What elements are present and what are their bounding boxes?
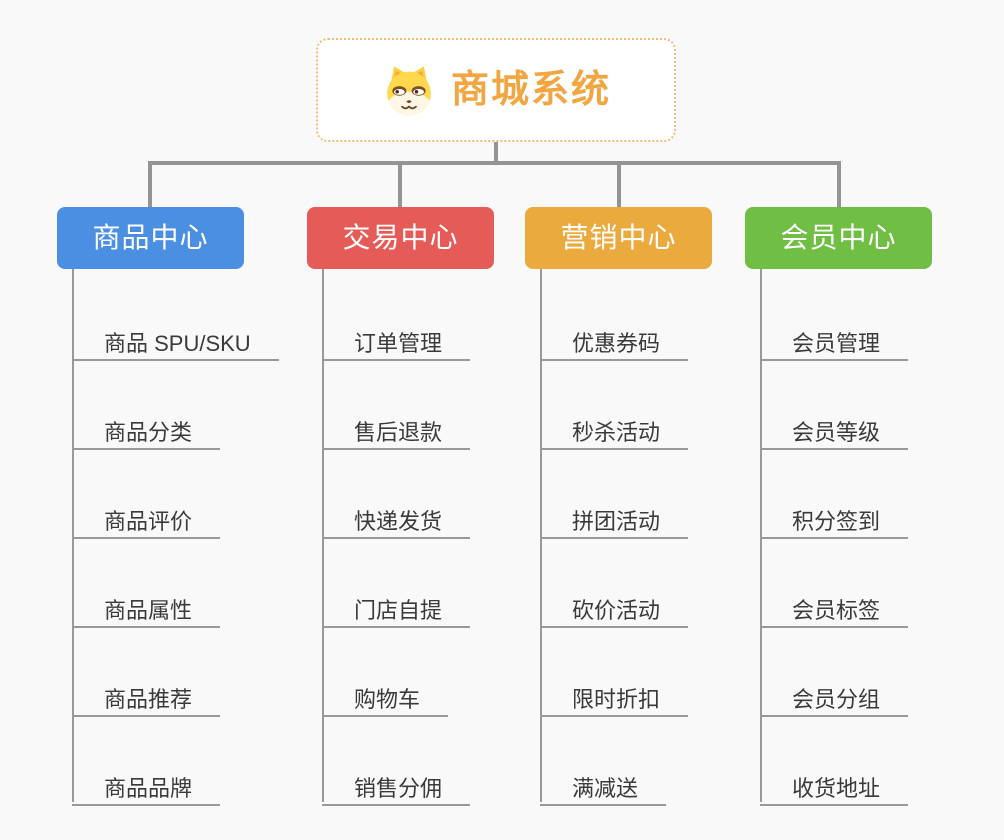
branch-item[interactable]: 售后退款 xyxy=(322,404,471,450)
branch-box-trade-center[interactable]: 交易中心 xyxy=(307,207,494,269)
branch-spine xyxy=(72,269,74,802)
connector-root-stub xyxy=(494,142,498,165)
branch-item[interactable]: 商品分类 xyxy=(72,404,221,450)
connector-drop-3 xyxy=(617,165,621,207)
root-node[interactable]: 商城系统 xyxy=(316,38,676,142)
branch-spine xyxy=(760,269,762,802)
branch-item[interactable]: 会员等级 xyxy=(760,404,909,450)
branch-item[interactable]: 商品 SPU/SKU xyxy=(72,315,279,361)
root-title: 商城系统 xyxy=(450,69,611,111)
branch-item[interactable]: 商品推荐 xyxy=(72,671,221,717)
branch-items: 订单管理售后退款快递发货门店自提购物车销售分佣 xyxy=(307,207,567,827)
branch-items: 优惠券码秒杀活动拼团活动砍价活动限时折扣满减送 xyxy=(525,207,785,827)
connector-drop-1 xyxy=(148,165,152,207)
branch-member-center: 会员中心 会员管理会员等级积分签到会员标签会员分组收货地址 xyxy=(745,207,1004,827)
branch-box-member-center[interactable]: 会员中心 xyxy=(745,207,932,269)
branch-item[interactable]: 收货地址 xyxy=(760,760,909,806)
branch-item[interactable]: 秒杀活动 xyxy=(540,404,689,450)
branch-label: 交易中心 xyxy=(342,222,459,253)
branch-trade-center: 交易中心 订单管理售后退款快递发货门店自提购物车销售分佣 xyxy=(307,207,567,827)
branch-item[interactable]: 砍价活动 xyxy=(540,582,689,628)
branch-item[interactable]: 限时折扣 xyxy=(540,671,689,717)
branch-marketing-center: 营销中心 优惠券码秒杀活动拼团活动砍价活动限时折扣满减送 xyxy=(525,207,785,827)
branch-item[interactable]: 拼团活动 xyxy=(540,493,689,539)
branch-item[interactable]: 快递发货 xyxy=(322,493,471,539)
branch-item[interactable]: 销售分佣 xyxy=(322,760,471,806)
branch-item[interactable]: 会员标签 xyxy=(760,582,909,628)
branch-box-marketing-center[interactable]: 营销中心 xyxy=(525,207,712,269)
branch-item[interactable]: 商品属性 xyxy=(72,582,221,628)
branch-item[interactable]: 门店自提 xyxy=(322,582,471,628)
branch-spine xyxy=(540,269,542,802)
branch-item[interactable]: 会员分组 xyxy=(760,671,909,717)
branch-items: 会员管理会员等级积分签到会员标签会员分组收货地址 xyxy=(745,207,1004,827)
connector-bus xyxy=(148,161,841,165)
branch-item[interactable]: 优惠券码 xyxy=(540,315,689,361)
branch-box-product-center[interactable]: 商品中心 xyxy=(57,207,244,269)
connector-drop-2 xyxy=(398,165,402,207)
branch-item[interactable]: 积分签到 xyxy=(760,493,909,539)
branch-item[interactable]: 订单管理 xyxy=(322,315,471,361)
branch-items: 商品 SPU/SKU 商品分类商品评价商品属性商品推荐商品品牌 xyxy=(57,207,317,827)
branch-label: 营销中心 xyxy=(560,222,677,253)
dog-face-icon xyxy=(387,66,431,116)
branch-label: 会员中心 xyxy=(780,222,897,253)
branch-item[interactable]: 购物车 xyxy=(322,671,449,717)
connector-drop-4 xyxy=(837,165,841,207)
branch-item[interactable]: 会员管理 xyxy=(760,315,909,361)
branch-label: 商品中心 xyxy=(92,222,209,253)
branch-item[interactable]: 商品品牌 xyxy=(72,760,221,806)
branch-item[interactable]: 满减送 xyxy=(540,760,667,806)
branch-product-center: 商品中心 商品 SPU/SKU 商品分类商品评价商品属性商品推荐商品品牌 xyxy=(57,207,317,827)
branch-item[interactable]: 商品评价 xyxy=(72,493,221,539)
branch-spine xyxy=(322,269,324,802)
